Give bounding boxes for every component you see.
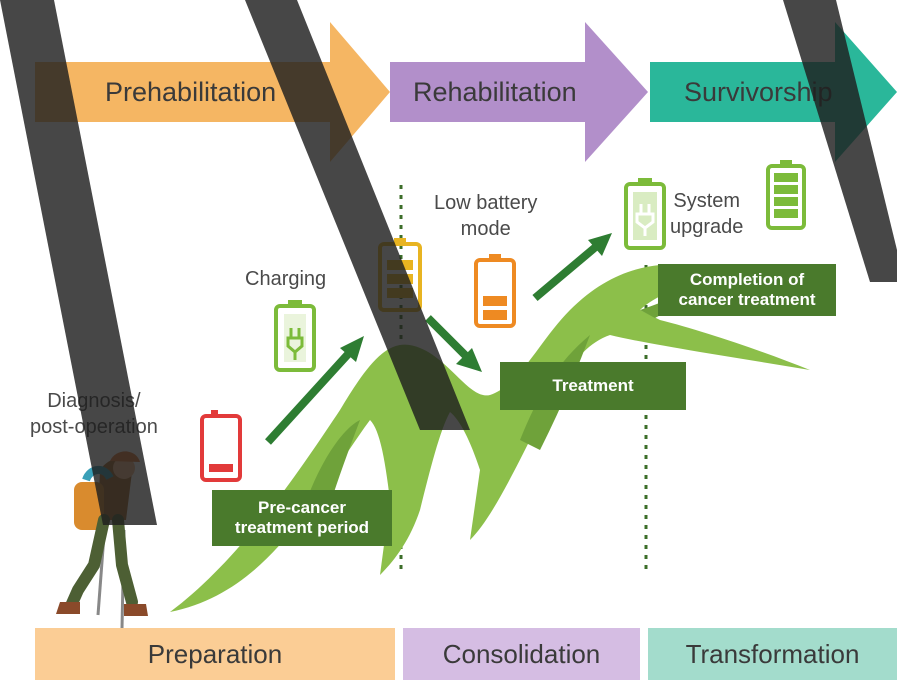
hiker-icon — [56, 451, 148, 629]
pre-cancer-line-1: Pre-cancer — [258, 498, 346, 517]
completion-box: Completion of cancer treatment — [658, 264, 836, 316]
transformation-bar — [648, 628, 897, 680]
diagnosis-line-1: Diagnosis/ — [47, 390, 141, 412]
phase-label-rehabilitation: Rehabilitation — [413, 77, 577, 107]
pre-cancer-line-2: treatment period — [234, 518, 370, 537]
preparation-label: Preparation — [147, 638, 283, 669]
preparation-bar — [35, 628, 395, 680]
prehabilitation-arrow — [35, 22, 390, 162]
system-upgrade-line-1: System — [673, 190, 741, 212]
transformation-label: Transformation — [685, 638, 860, 669]
diagnosis-line-2: post-operation — [30, 416, 158, 438]
rehabilitation-arrow — [390, 22, 648, 162]
battery-charging-upgrade-icon — [624, 178, 666, 250]
battery-empty-red-icon — [200, 410, 242, 482]
system-upgrade-label: System upgrade — [670, 188, 743, 240]
arrow-up-icon — [532, 233, 612, 302]
phase-label-prehabilitation: Prehabilitation — [105, 77, 277, 107]
consolidation-label: Consolidation — [442, 638, 601, 669]
low-battery-line-1: Low battery — [434, 192, 538, 214]
phase-label-survivorship: Survivorship — [684, 77, 833, 107]
system-upgrade-line-2: upgrade — [670, 216, 744, 238]
consolidation-bar — [403, 628, 640, 680]
battery-full-icon — [766, 160, 806, 230]
treatment-box: Treatment — [500, 362, 686, 410]
battery-low-orange-icon — [474, 254, 516, 328]
low-battery-label: Low battery mode — [434, 190, 537, 242]
completion-line-1: Completion of — [689, 270, 805, 289]
pre-cancer-treatment-box: Pre-cancer treatment period — [212, 490, 392, 546]
completion-line-2: cancer treatment — [678, 290, 816, 309]
battery-charging-icon — [274, 300, 316, 372]
charging-label: Charging — [245, 268, 327, 290]
low-battery-line-2: mode — [460, 218, 511, 240]
diagnosis-label: Diagnosis/ post-operation — [30, 388, 158, 440]
